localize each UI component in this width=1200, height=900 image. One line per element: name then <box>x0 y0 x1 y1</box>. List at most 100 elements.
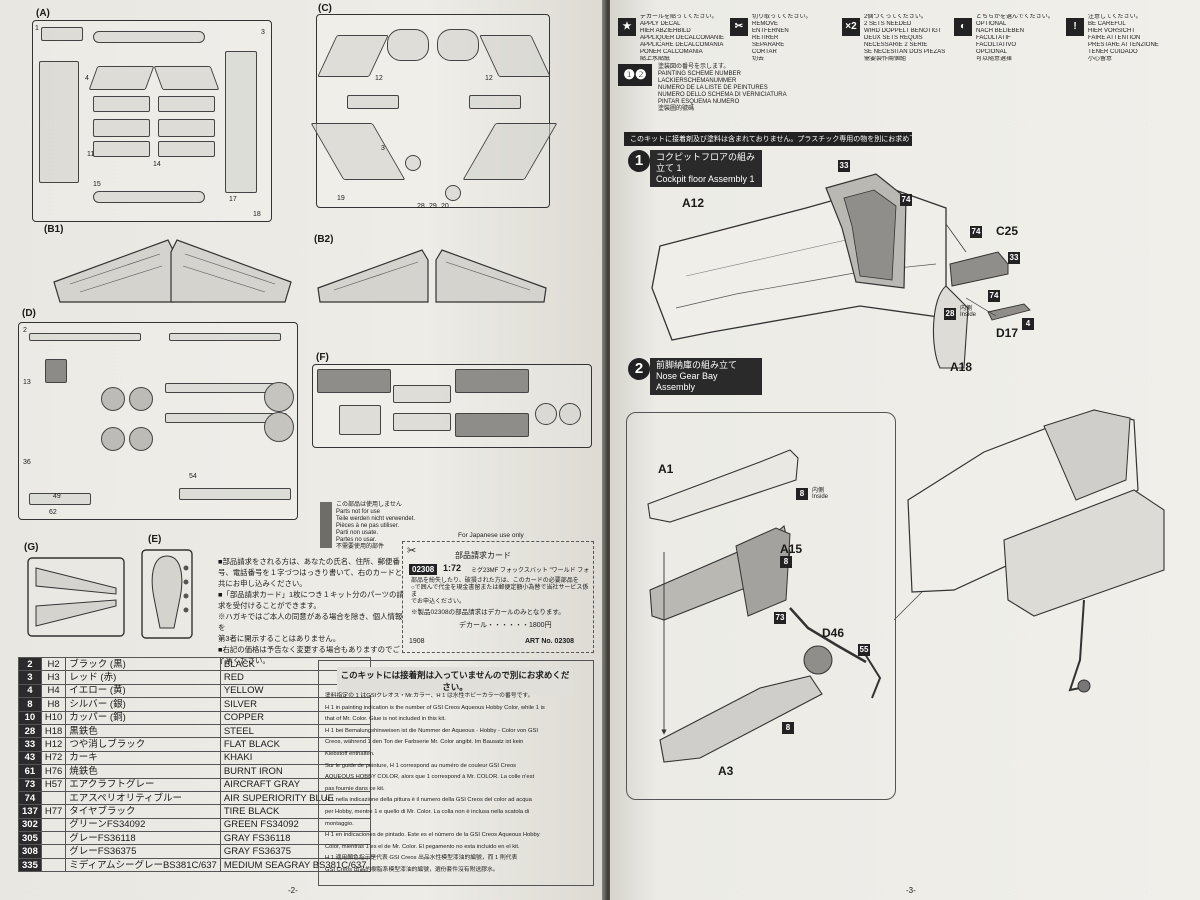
hobby-color-code: H57 <box>40 777 67 792</box>
paint-code: 61 <box>18 764 42 779</box>
paint-name-jp: イエロー (黄) <box>65 683 221 699</box>
paint-tag-8: 8 <box>796 488 808 500</box>
caution-icon: ! <box>1066 18 1084 36</box>
paint-name-en: MEDIUM SEAGRAY BS381C/637 <box>219 857 371 873</box>
scheme-number-icon: ❶❷ <box>618 64 652 86</box>
paint-tag-73: 73 <box>774 612 786 624</box>
symbol-text-line: WIRD DOPPELT BENÖTIGT <box>864 28 942 34</box>
symbol-text-line: HIER VORSICHT <box>1088 28 1136 34</box>
inside-label-1: 内側 Inside <box>960 306 977 318</box>
paint-name-jp: ブラック (黒) <box>65 656 221 672</box>
paint-code: 10 <box>18 710 42 725</box>
paint-tag-28: 28 <box>944 308 956 320</box>
paint-name-jp: グレーFS36118 <box>65 831 221 846</box>
symbol-text-line: CORTAR <box>752 49 777 55</box>
japan-use-note: For Japanese use only <box>458 532 524 539</box>
paint-name-jp: グレーFS36375 <box>65 844 221 859</box>
card-text: 部品を紛失したり、破損された方は、このカードの必要部品を ○で囲んで代金を現金書… <box>411 578 589 605</box>
symbol-text-line: SE NECESITAN DOS PIEZAS <box>864 49 946 55</box>
step-2-title: 前脚納庫の組み立て Nose Gear Bay Assembly <box>650 358 762 395</box>
callout-a1: A1 <box>658 462 674 476</box>
callout-a12: A12 <box>682 196 705 210</box>
sprue-c-label: (C) <box>318 3 332 14</box>
glue-title: このキットには接着剤は入っていませんので別にお求めください。 <box>337 667 573 695</box>
paint-name-jp: エアクラフトグレー <box>65 777 221 792</box>
paint-tag-74: 74 <box>900 194 912 206</box>
paint-code: 43 <box>18 750 42 766</box>
hobby-color-code: H72 <box>40 750 67 766</box>
hobby-color-code: H77 <box>40 804 67 819</box>
inside-label-2: 内側 Inside <box>812 488 829 500</box>
symbol-text-line: PRESTARE ATTENZIONE <box>1088 42 1159 48</box>
parts-order-note: ■部品請求をされる方は、あなたの氏名、住所、郵便番 号、電話番号を１字づつはっき… <box>218 557 404 665</box>
paint-code: 3 <box>18 670 42 685</box>
paint-code: 8 <box>18 697 42 712</box>
glue-text-line: montaggio. <box>325 820 354 827</box>
step-2-badge: 2 <box>628 358 650 380</box>
sprue-d-label: (D) <box>22 308 36 319</box>
glue-text-line: Creos, während 1 den Ton der Farbserie M… <box>325 739 524 746</box>
symbol-text-line: HIER ABZIEHBILD <box>640 28 691 34</box>
unused-parts-swatch <box>320 502 332 548</box>
glue-text-line: H 1 en indicaciones de pintado. Este es … <box>325 832 540 839</box>
symbol-text-line: FAIRE ATTENTION <box>1088 35 1141 41</box>
glue-text-line: per Hobby, mentre 1 e quello di Mr. Colo… <box>325 808 530 815</box>
symbol-text-line: FACULTATIF <box>976 35 1011 41</box>
paint-tag-74: 74 <box>988 290 1000 302</box>
wheel-part <box>264 412 294 442</box>
glue-text-line: H 1 bei Bemalungshinweisen ist die Numme… <box>325 727 538 734</box>
symbol-text-line: 小心留意 <box>1088 56 1113 62</box>
sprue-f <box>312 364 592 448</box>
symbol-text-line: 注意してください。 <box>1088 14 1142 20</box>
paint-name-jp: カーキ <box>65 750 221 766</box>
page-number-right: -3- <box>906 886 916 895</box>
hobby-color-code: H2 <box>40 656 67 672</box>
scheme-text: 塗装図の番号を示します。 PAINTING SCHEME NUMBER LACK… <box>658 64 787 112</box>
symbol-text-line: 可以隨意選擇 <box>976 56 1013 62</box>
symbol-text-line: 切去 <box>752 56 765 62</box>
hobby-color-code: H10 <box>40 710 67 725</box>
symbol-text-line: SEPARARE <box>752 42 785 48</box>
callout-a18: A18 <box>950 360 973 374</box>
sprue-a-label: (A) <box>36 8 50 19</box>
symbol-text-line: 2個つくってください。 <box>864 14 927 20</box>
paint-code: 335 <box>18 857 42 873</box>
hobby-color-code: H8 <box>40 697 67 712</box>
glue-notice: このキットには接着剤は入っていませんので別にお求めください。 塗料指定の 1 は… <box>318 660 594 886</box>
sprue-g-label: (G) <box>24 542 39 553</box>
hobby-color-code <box>40 817 67 833</box>
hobby-color-code <box>40 844 67 859</box>
callout-d46: D46 <box>822 626 845 640</box>
sprue-g <box>27 557 125 637</box>
hobby-color-code <box>40 857 67 873</box>
card-kit-name: ミグ23MF フォックスバット "ワールド フォックスバット" <box>471 568 589 574</box>
glue-text-line: Sur le guide de peinture, H 1 correspond… <box>325 762 517 769</box>
symbol-text-line: APPLIQUER DECALCOMANIE <box>640 35 725 41</box>
symbol-text-line: FACOLTATIVO <box>976 42 1017 48</box>
optional-icon: ◐ <box>954 18 972 36</box>
nose-gear-assembled-drawing <box>894 409 1165 693</box>
sprue-e <box>141 549 193 639</box>
hobby-color-code: H18 <box>40 723 67 739</box>
paint-name-jp: 焼鉄色 <box>65 764 221 779</box>
glue-text-line: H 1 nella indicazione della pittura è il… <box>325 797 532 804</box>
sprue-f-label: (F) <box>316 352 329 363</box>
paint-tag-8: 8 <box>782 722 794 734</box>
paint-name-jp: エアスペリオリティブルー <box>65 790 221 806</box>
nose-gear-bay-drawing <box>647 449 882 763</box>
paint-code: 28 <box>18 723 42 739</box>
paint-code: 73 <box>18 777 42 792</box>
symbol-text-line: NACH BELIEBEN <box>976 28 1025 34</box>
callout-d17: D17 <box>996 326 1019 340</box>
